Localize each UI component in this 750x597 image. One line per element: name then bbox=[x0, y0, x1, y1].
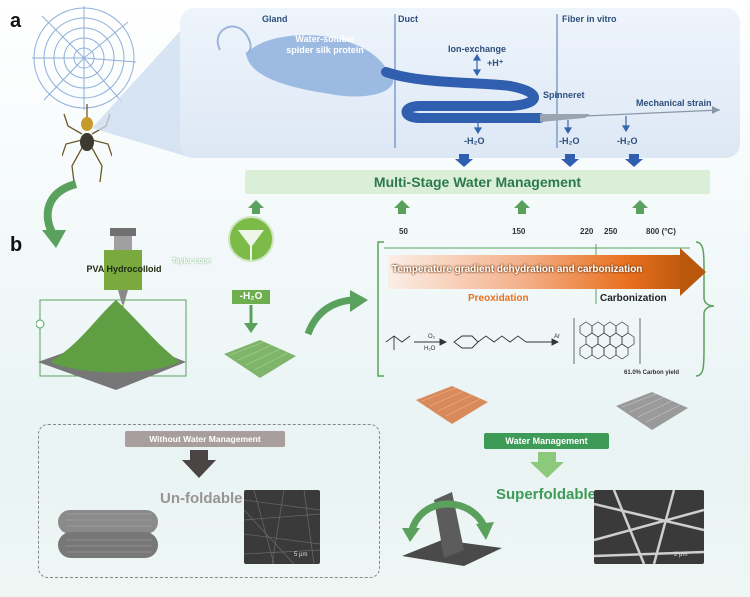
section-label-fiber-in-vitro: Fiber in vitro bbox=[562, 14, 617, 24]
reaction-scheme bbox=[385, 318, 641, 364]
green-down-arrow-icon bbox=[530, 452, 564, 478]
syringe-icon bbox=[104, 228, 142, 324]
spinneret-label: Spinneret bbox=[543, 90, 585, 100]
water-management-pill: Water Management bbox=[484, 433, 609, 449]
section-label-duct: Duct bbox=[398, 14, 418, 24]
silk-gland-diagram bbox=[216, 14, 721, 148]
sem-scale-unfoldable: 5 μm bbox=[294, 552, 308, 558]
temp-tick-150: 150 bbox=[512, 227, 526, 236]
ion-exchange-label: Ion-exchange bbox=[448, 44, 507, 54]
water-loss-label-3: -H₂O bbox=[617, 136, 638, 146]
carbon-yield-label: 61.0% Carbon yield bbox=[624, 370, 680, 376]
water-loss-label-2: -H₂O bbox=[559, 136, 580, 146]
panel-a-letter: a bbox=[10, 10, 22, 32]
gradient-arrowhead-icon bbox=[680, 248, 706, 296]
superfoldable-label: Superfoldable bbox=[496, 486, 597, 503]
temp-tick-800: 800 (°C) bbox=[646, 227, 676, 236]
down-arrow-icon bbox=[244, 305, 258, 333]
section-label-gland: Gland bbox=[262, 14, 288, 24]
without-water-management-box bbox=[38, 424, 380, 578]
sem-image-unfoldable: 5 μm bbox=[244, 490, 320, 564]
carbonized-mat bbox=[616, 392, 688, 430]
unfoldable-label: Un-foldable bbox=[160, 490, 243, 507]
rolled-mat-icon bbox=[58, 510, 158, 558]
temp-tick-250: 250 bbox=[604, 227, 618, 236]
o2-label: O₂ bbox=[428, 334, 435, 340]
taylor-cone-icon bbox=[228, 216, 274, 262]
carbonization-label: Carbonization bbox=[600, 293, 667, 304]
spider-web-icon bbox=[32, 6, 137, 110]
curved-arrow-icon bbox=[42, 180, 78, 248]
temp-tick-50: 50 bbox=[399, 227, 408, 236]
taylor-cone-label: Taylor cone bbox=[172, 258, 211, 265]
h2o-label: H₂O bbox=[424, 346, 436, 352]
down-arrows-icon bbox=[455, 154, 643, 167]
pva-hydrocolloid-label: PVA Hydrocolloid bbox=[86, 264, 162, 274]
h-plus-label: +H⁺ bbox=[487, 58, 504, 68]
green-nanofiber-mat bbox=[224, 340, 296, 378]
mechanical-strain-label: Mechanical strain bbox=[636, 98, 712, 108]
preoxidation-label: Preoxidation bbox=[468, 293, 529, 304]
sem-scale-superfoldable: 2 μm bbox=[674, 552, 688, 558]
panel-b-letter: b bbox=[10, 234, 23, 256]
multi-stage-water-management-bar: Multi-Stage Water Management bbox=[245, 170, 710, 194]
temp-tick-220: 220 bbox=[580, 227, 594, 236]
temperature-gradient-bar bbox=[388, 255, 688, 289]
sem-image-superfoldable: 2 μm bbox=[594, 490, 704, 564]
protein-label: Water-soluble spider silk protein bbox=[286, 34, 364, 55]
ar-label: Ar bbox=[554, 334, 560, 340]
curved-arrow-2-icon bbox=[304, 290, 368, 336]
folded-mat-icon bbox=[402, 492, 502, 566]
preoxidized-mat bbox=[416, 386, 488, 424]
zoom-cone bbox=[92, 18, 192, 158]
water-loss-label-1: -H₂O bbox=[464, 136, 485, 146]
water-loss-box: -H₂O bbox=[232, 290, 270, 304]
up-arrows-icon bbox=[248, 200, 648, 214]
grey-down-arrow-icon bbox=[182, 450, 216, 478]
without-water-management-pill: Without Water Management bbox=[125, 431, 285, 447]
gradient-text: Temperature gradient dehydration and car… bbox=[392, 264, 643, 275]
electrospinning-setup bbox=[36, 299, 187, 390]
